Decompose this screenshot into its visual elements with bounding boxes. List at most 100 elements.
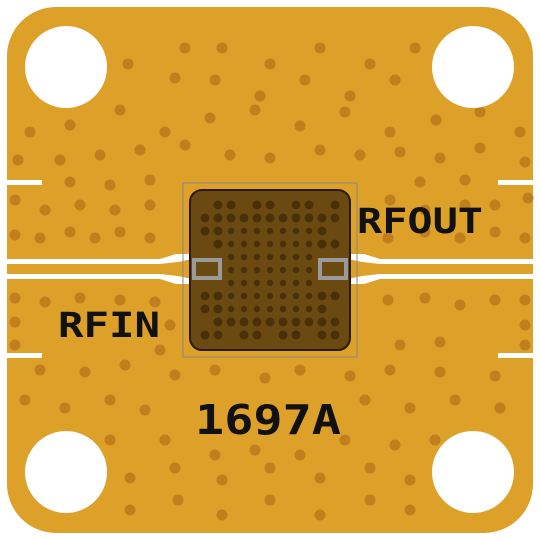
via-dot [314,472,326,484]
via-dot [172,494,184,506]
die-via-dot [240,305,248,313]
via-dot [434,152,446,164]
via-dot [389,74,401,86]
via-dot [489,226,501,238]
die-via-dot [266,266,274,274]
via-dot [384,194,396,206]
die-via-dot [317,330,327,340]
via-dot [89,232,101,244]
via-dot [294,364,306,376]
die-via-dot [305,227,313,235]
via-dot [394,146,406,158]
via-dot [339,434,351,446]
die-via-dot [305,292,313,300]
die-via-dot [200,304,210,314]
die-via-dot [227,279,235,287]
die-via-dot [317,226,327,236]
via-dot [164,319,176,331]
die-via-dot [253,292,261,300]
die-via-dot [330,200,340,210]
via-dot [474,106,486,118]
via-dot [394,339,406,351]
die-via-dot [226,317,236,327]
via-dot [209,74,221,86]
via-dot [64,226,76,238]
via-dot [449,394,461,406]
die-via-dot [227,266,235,274]
via-dot [74,199,86,211]
via-dot [359,394,371,406]
via-dot [299,74,311,86]
via-dot [419,292,431,304]
die-via-dot [240,292,248,300]
via-dot [429,434,441,446]
via-dot [344,90,356,102]
mounting-hole-bottom-left [25,431,107,513]
via-dot [179,139,191,151]
via-dot [384,126,396,138]
die-via-dot [226,213,236,223]
via-dot [9,316,21,328]
via-dot [314,42,326,54]
die-via-dot [317,317,327,327]
die-via-dot [330,239,340,249]
die-via-dot [240,240,248,248]
die-via-dot [213,317,223,327]
die-via-dot [266,240,274,248]
die-via-dot [239,330,249,340]
die-via-dot [200,226,210,236]
via-dot [382,232,394,244]
via-dot [454,232,466,244]
die-via-dot [305,279,313,287]
via-dot [430,114,442,126]
rfout-bond-pad [318,258,348,280]
via-dot [294,120,306,132]
rfin-port-trace [0,180,192,358]
die-via-dot [279,279,287,287]
via-dot [522,192,534,204]
via-dot [364,494,376,506]
die-via-dot [291,330,301,340]
die-via-dot [252,317,262,327]
die-via-dot [213,291,223,301]
die-via-dot [253,266,261,274]
right-trace-upper-gap [348,254,540,264]
die-via-dot [266,253,274,261]
die-via-grid [200,200,340,340]
die-via-dot [330,291,340,301]
die-via-dot [278,317,288,327]
via-dot [224,149,236,161]
die-via-dot [200,330,210,340]
via-dot [382,294,394,306]
die-via-dot [292,266,300,274]
via-dot [114,226,126,238]
die-via-dot [213,213,223,223]
die-via-dot [291,317,301,327]
die-via-dot [279,227,287,235]
die-via-dot [226,200,236,210]
via-dot [489,370,501,382]
via-dot [74,292,86,304]
die-via-dot [292,253,300,261]
die-via-dot [253,305,261,313]
left-trace-upper-gap [0,254,192,264]
die-via-dot [227,227,235,235]
die-via-dot [317,239,327,249]
via-dot [294,449,306,461]
via-dot [389,439,401,451]
left-top-gap [0,180,42,185]
via-dot [314,509,326,521]
die-via-dot [240,266,248,274]
die-via-dot [305,240,313,248]
die-via-dot [317,304,327,314]
via-dot [264,494,276,506]
via-dot [9,229,21,241]
via-dot [434,366,446,378]
die-via-dot [279,240,287,248]
die-via-dot [266,227,274,235]
via-dot [354,149,366,161]
via-dot [264,152,276,164]
die-via-dot [213,239,223,249]
via-dot [104,434,116,446]
